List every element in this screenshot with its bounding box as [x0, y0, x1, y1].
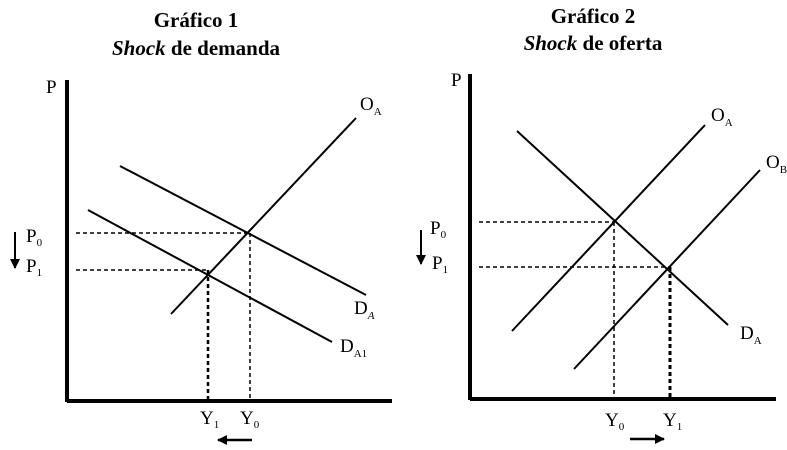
graph2-y1-letter: Y [663, 410, 677, 431]
graph2-demand-letter: D [740, 323, 754, 344]
graph1-y1-sub: 1 [214, 419, 220, 431]
graph2: Gráfico 2 Shock de oferta P OA OB DA P0 … [416, 4, 787, 444]
graph1-demand0-label: DA [354, 298, 375, 322]
graph2-supply0-label: OA [711, 105, 733, 129]
graph2-title-line1: Gráfico 2 [551, 4, 636, 28]
graph1-title-rest: de demanda [166, 36, 281, 60]
graph1-supply-letter: O [360, 94, 374, 115]
graph1-p0-label: P0 [26, 226, 43, 249]
graph2-demand-curve [516, 130, 729, 326]
graph1-p0-sub: 0 [37, 237, 43, 249]
graph1-supply-sub: A [374, 106, 382, 118]
graph2-p0-sub: 0 [441, 229, 447, 241]
graph2-y0-label: Y0 [605, 410, 625, 433]
graph1-demand0-curve [119, 165, 367, 296]
graph1-y0-letter: Y [240, 408, 254, 429]
graph2-y1-sub: 1 [677, 421, 683, 433]
graph2-y0-letter: Y [605, 410, 619, 431]
graph1-p1-sub: 1 [37, 267, 43, 279]
graph1-supply-label: OA [360, 94, 382, 118]
graph2-supply0-curve [511, 124, 706, 332]
graph2-p1-letter: P [432, 253, 443, 274]
graph1-y1-label: Y1 [200, 408, 219, 431]
graph1-y1-letter: Y [200, 408, 214, 429]
graph2-supply1-letter: O [766, 152, 780, 173]
graph1-demand1-label: DA1 [340, 336, 367, 360]
graph1-demand0-sub: A [367, 310, 375, 322]
graph1: Gráfico 1 Shock de demanda P OA DA DA1 P… [10, 8, 392, 445]
graph1-y0-sub: 0 [254, 419, 260, 431]
graph1-demand1-letter: D [340, 336, 354, 357]
graph2-supply0-sub: A [725, 117, 733, 129]
graph2-supply1-label: OB [766, 152, 787, 176]
graph1-y0-label: Y0 [240, 408, 260, 431]
graph2-p1-label: P1 [432, 253, 448, 276]
graph1-supply-curve [170, 117, 357, 315]
graph1-demand0-letter: D [354, 298, 368, 319]
graph1-demand1-sub: A1 [354, 348, 367, 360]
graph2-supply0-letter: O [711, 105, 725, 126]
graph2-y0-sub: 0 [619, 421, 625, 433]
graph2-title-line2: Shock de oferta [524, 31, 663, 55]
graph2-axis-p: P [451, 70, 462, 91]
graph1-title-line2: Shock de demanda [112, 36, 281, 60]
graph2-y1-label: Y1 [663, 410, 682, 433]
graph2-title-rest: de oferta [577, 31, 663, 55]
graph1-p1-label: P1 [26, 256, 42, 279]
graph2-supply1-sub: B [780, 164, 787, 176]
graph1-title-line1: Gráfico 1 [154, 8, 239, 32]
graph2-p0-label: P0 [430, 218, 447, 241]
graph1-title-italic: Shock [112, 36, 166, 60]
graph2-demand-label: DA [740, 323, 762, 347]
graph1-axis-p: P [46, 77, 57, 98]
graph1-p0-letter: P [26, 226, 37, 247]
graph1-p1-letter: P [26, 256, 37, 277]
graph2-p1-sub: 1 [443, 264, 449, 276]
graph2-demand-sub: A [754, 335, 762, 347]
graph2-title-italic: Shock [524, 31, 578, 55]
graph2-p0-letter: P [430, 218, 441, 239]
graph1-demand1-curve [87, 209, 333, 343]
